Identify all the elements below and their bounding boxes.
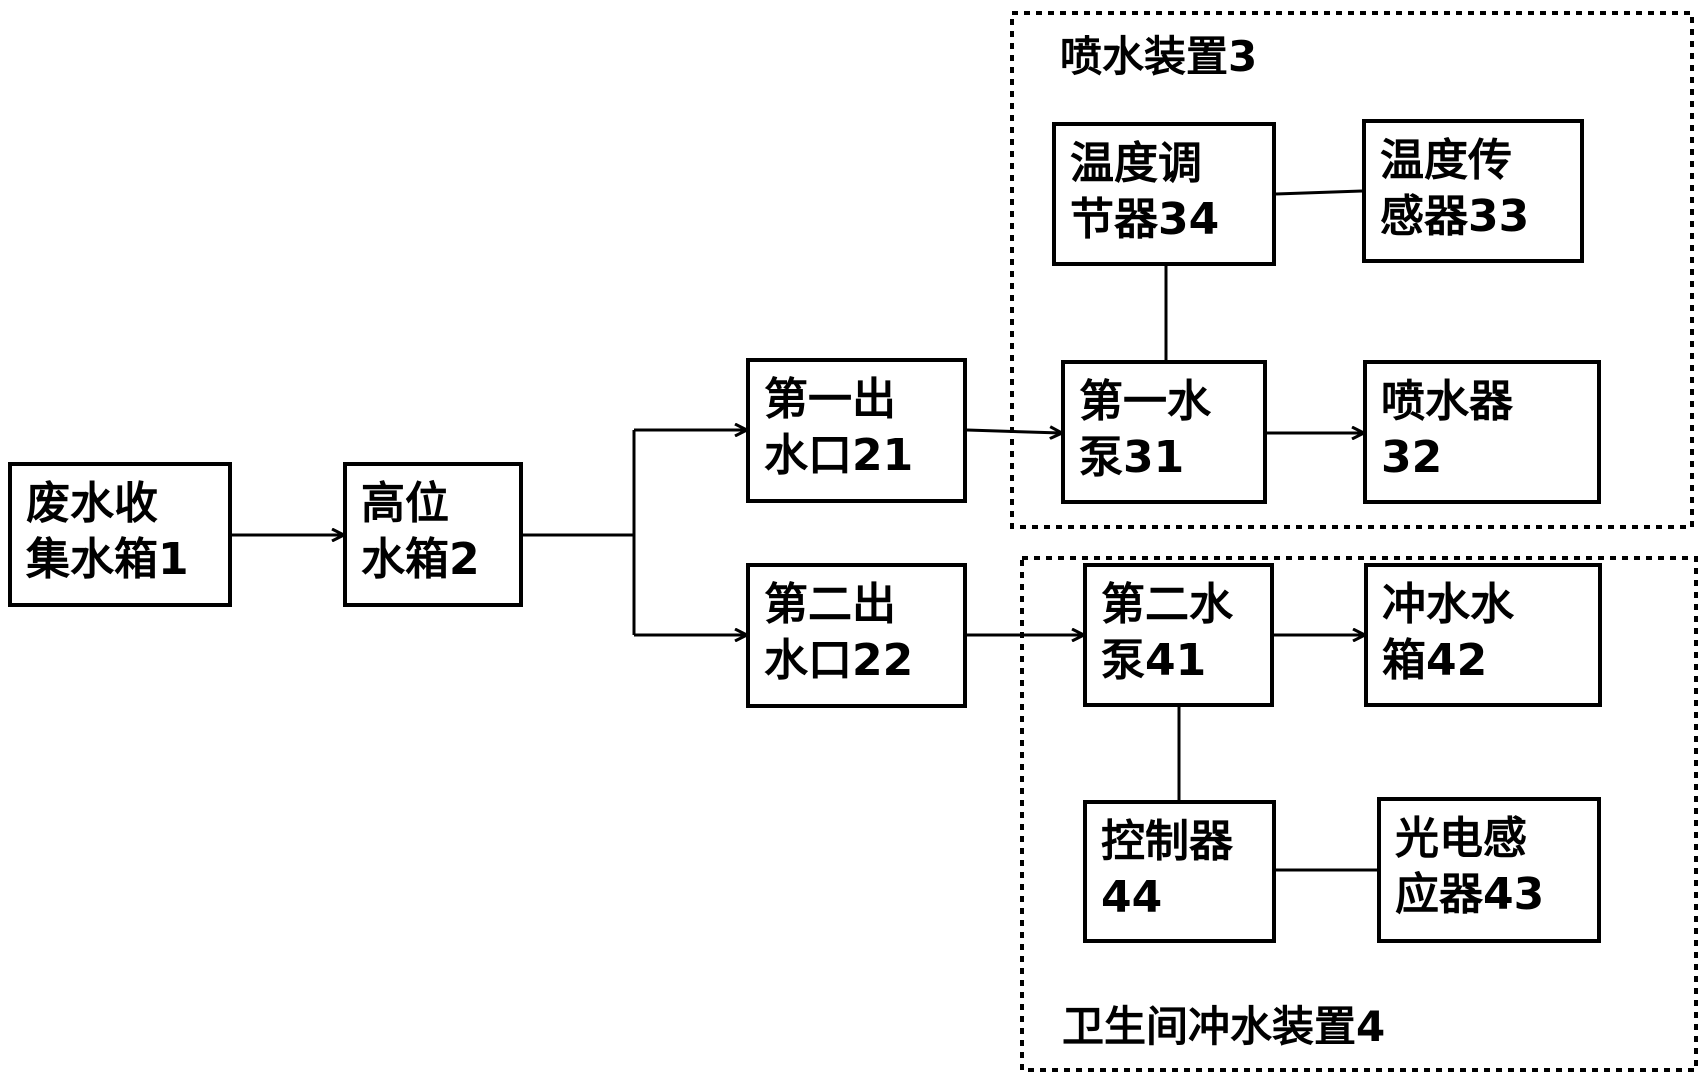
sprinkler-32: 喷水器 32: [1363, 360, 1601, 504]
temp-sensor-label-line1: 温度传: [1380, 135, 1512, 186]
second-pump-41: 第二水 泵41: [1083, 563, 1274, 707]
waste-water-collection-tank: 废水收 集水箱1: [8, 462, 232, 607]
outlet-22-label-line1: 第二出: [764, 579, 896, 630]
outlet-21-label-line2: 水口21: [764, 430, 914, 481]
waste-tank-label-line2: 集水箱1: [26, 534, 189, 585]
temp-sensor-label-line2: 感器33: [1380, 191, 1530, 242]
pump-31-label-line2: 泵31: [1079, 432, 1185, 483]
temperature-sensor-33: 温度传 感器33: [1362, 119, 1584, 263]
flush-tank-label-line2: 箱42: [1382, 635, 1488, 686]
line-regulator-to-sensor: [1275, 189, 1363, 196]
high-level-tank: 高位 水箱2: [343, 462, 523, 607]
temperature-regulator-34: 温度调 节器34: [1052, 122, 1276, 266]
pump-41-label-line2: 泵41: [1101, 635, 1207, 686]
high-tank-label-line2: 水箱2: [361, 534, 480, 585]
sprinkler-label-line1: 喷水器: [1381, 376, 1513, 427]
outlet-21-label-line1: 第一出: [764, 374, 896, 425]
first-outlet-21: 第一出 水口21: [746, 358, 967, 503]
second-outlet-22: 第二出 水口22: [746, 563, 967, 708]
outlet-22-label-line2: 水口22: [764, 635, 914, 686]
pump-41-label-line1: 第二水: [1101, 579, 1233, 630]
high-tank-label-line1: 高位: [361, 478, 449, 529]
sprinkler-label-line2: 32: [1381, 432, 1443, 483]
flush-water-tank-42: 冲水水 箱42: [1364, 563, 1602, 707]
photoelectric-sensor-43: 光电感 应器43: [1377, 797, 1601, 943]
temp-regulator-label-line2: 节器34: [1070, 194, 1220, 245]
controller-label-line2: 44: [1101, 872, 1163, 923]
spray-device-boundary: [1010, 11, 1694, 529]
arrow-outlet-21-to-pump-31: [966, 430, 1061, 433]
photo-sensor-label-line1: 光电感: [1395, 813, 1527, 864]
waste-tank-label-line1: 废水收: [26, 478, 158, 529]
flush-tank-label-line1: 冲水水: [1382, 579, 1514, 630]
controller-44: 控制器 44: [1083, 800, 1276, 943]
photo-sensor-label-line2: 应器43: [1395, 869, 1545, 920]
controller-label-line1: 控制器: [1101, 816, 1233, 867]
toilet-flush-device-label: 卫生间冲水装置4: [1062, 1002, 1386, 1051]
toilet-flush-device-boundary: [1020, 556, 1698, 1072]
temp-regulator-label-line1: 温度调: [1070, 138, 1202, 189]
spray-device-label: 喷水装置3: [1060, 32, 1258, 81]
first-pump-31: 第一水 泵31: [1061, 360, 1267, 504]
pump-31-label-line1: 第一水: [1079, 376, 1211, 427]
